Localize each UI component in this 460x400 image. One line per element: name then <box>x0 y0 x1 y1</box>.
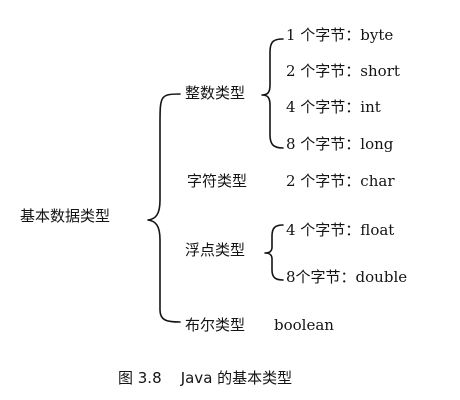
root-label: 基本数据类型 <box>20 207 111 225</box>
float-brace <box>264 224 284 281</box>
leaf-boolean: boolean <box>274 316 334 334</box>
leaf-long: 8 个字节：long <box>286 135 394 153</box>
char-type-label: 字符类型 <box>187 172 248 190</box>
leaf-double: 8个字节：double <box>286 268 408 286</box>
leaf-short: 2 个字节：short <box>286 62 400 80</box>
leaf-float: 4 个字节：float <box>286 221 395 239</box>
leaf-byte: 1 个字节：byte <box>286 26 394 44</box>
leaf-char: 2 个字节：char <box>286 172 395 190</box>
integer-brace <box>261 38 284 149</box>
root-brace <box>147 93 181 323</box>
boolean-type-label: 布尔类型 <box>185 316 246 334</box>
integer-type-label: 整数类型 <box>185 84 246 102</box>
float-type-label: 浮点类型 <box>185 241 246 259</box>
leaf-int: 4 个字节：int <box>286 98 381 116</box>
figure-caption: 图 3.8 Java 的基本类型 <box>118 369 293 387</box>
